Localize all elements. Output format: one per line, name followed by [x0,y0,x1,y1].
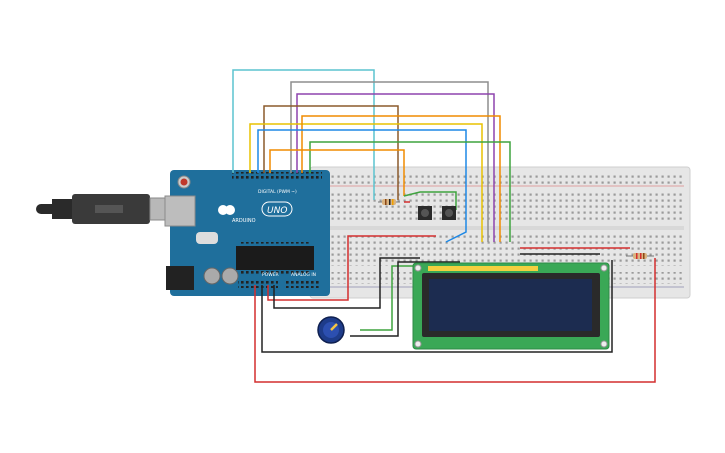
arduino-uno-board[interactable]: DIGITAL (PWM ~) ARDUINO UNO POWER ANALOG… [164,170,330,296]
lcd-display[interactable] [412,262,610,350]
wire-yellow[interactable] [249,123,483,242]
wire-red-pot[interactable] [267,235,436,301]
power-label: POWER [262,272,279,278]
wire-purple[interactable] [296,93,495,242]
usb-port [164,195,196,227]
wire-black-pot[interactable] [273,257,420,309]
usb-cable-icon[interactable] [36,194,173,224]
lcd-screen [429,279,592,331]
wire-blue[interactable] [257,129,467,243]
wire-green[interactable] [309,141,511,242]
wire-black-bottom[interactable] [261,260,613,353]
digital-label: DIGITAL (PWM ~) [258,189,297,195]
wire-red-bottom[interactable] [254,258,656,383]
wire-orange[interactable] [301,115,501,242]
power-header [238,281,278,288]
wire-orange-short[interactable] [269,149,405,196]
model-label: UNO [267,206,287,216]
wire-green-short[interactable] [403,191,457,210]
atmega-chip [236,246,314,270]
infinity-logo [218,205,228,215]
crystal [196,232,218,244]
potentiometer-icon[interactable] [317,316,345,344]
capacitor-1 [203,267,221,285]
resistor-2[interactable] [626,253,654,259]
digital-header [232,172,322,179]
power-jack [166,266,194,290]
resistor-1[interactable] [378,199,400,205]
capacitor-2 [221,267,239,285]
analog-label: ANALOG IN [291,272,316,278]
wire-group [232,69,656,383]
lcd-pin-header [428,266,538,271]
push-button-2[interactable] [442,206,456,220]
analog-header [286,281,320,288]
wire-cyan[interactable] [232,69,375,200]
wire-black-pot2[interactable] [350,261,460,337]
brand-label: ARDUINO [232,218,256,224]
wire-brown[interactable] [263,105,399,200]
push-button-1[interactable] [418,206,432,220]
wire-gray[interactable] [290,81,489,242]
